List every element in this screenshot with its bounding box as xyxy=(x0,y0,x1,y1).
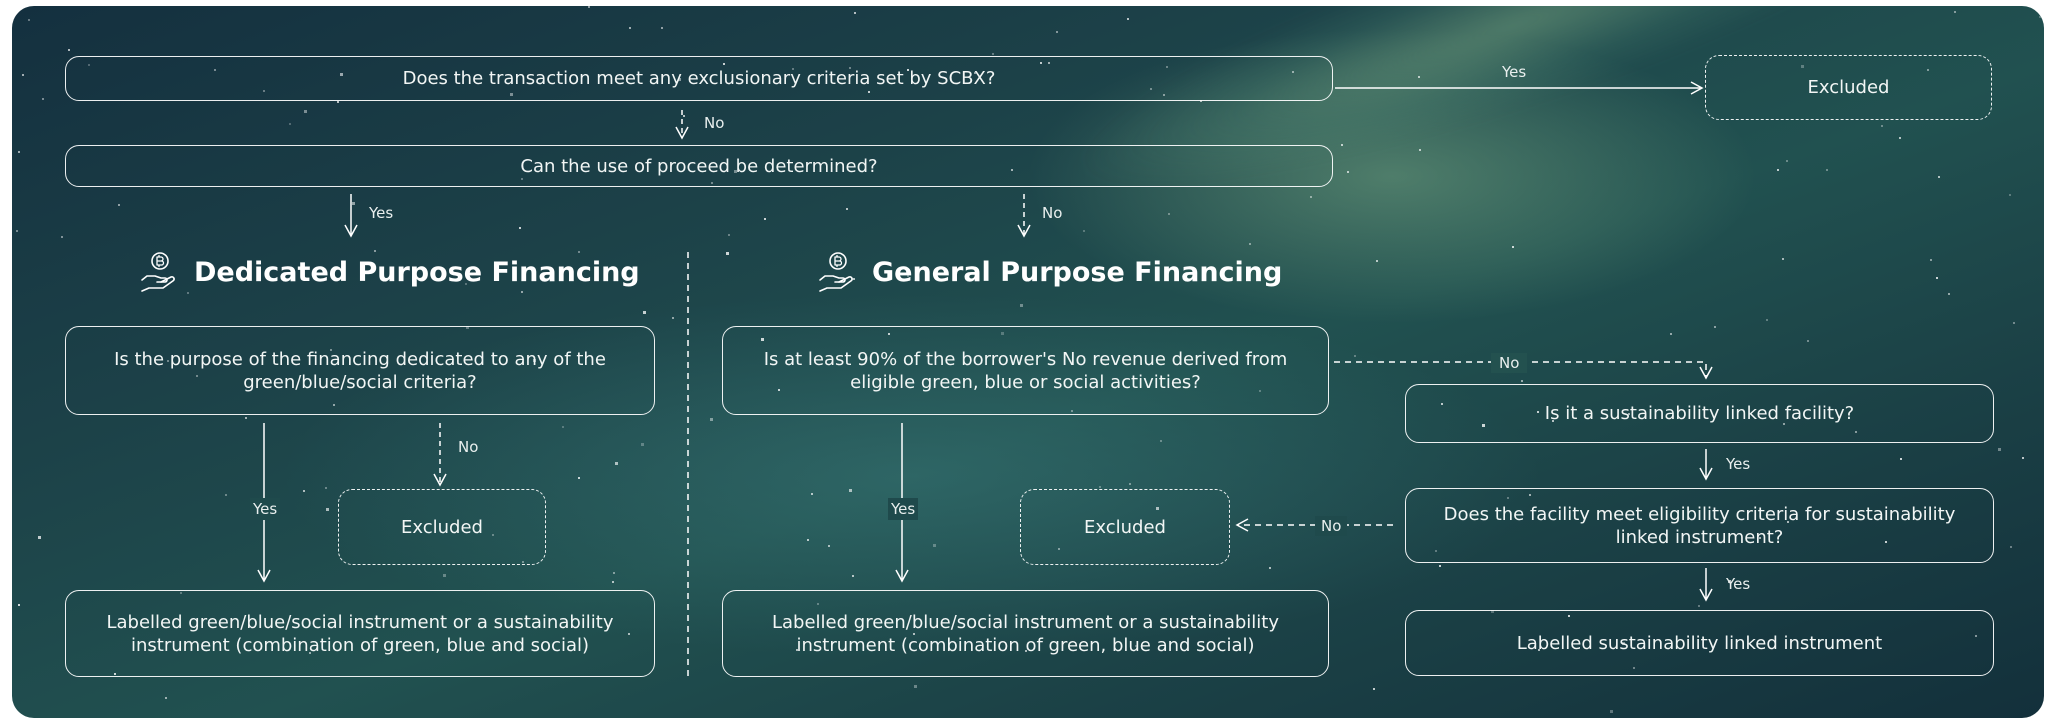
dedicated-outcome-text: Labelled green/blue/social instrument or… xyxy=(106,611,614,656)
dedicated-excluded-box: Excluded xyxy=(338,489,546,565)
general-outcome-box: Labelled green/blue/social instrument or… xyxy=(722,590,1329,677)
dedicated-question-box: Is the purpose of the financing dedicate… xyxy=(65,326,655,415)
general-heading: General Purpose Financing xyxy=(816,250,1282,294)
label-linked-yes: Yes xyxy=(1726,455,1751,473)
label-general-no: No xyxy=(1491,353,1528,373)
dedicated-heading: Dedicated Purpose Financing xyxy=(138,250,640,294)
general-heading-text: General Purpose Financing xyxy=(872,256,1283,288)
hand-coin-icon xyxy=(816,250,860,294)
eligibility-question-box: Does the facility meet eligibility crite… xyxy=(1405,488,1994,563)
linked-outcome-text: Labelled sustainability linked instrumen… xyxy=(1516,632,1883,654)
use-of-proceed-text: Can the use of proceed be determined? xyxy=(520,155,878,177)
label-exclusion-yes: Yes xyxy=(1502,63,1527,81)
label-proceed-no: No xyxy=(1042,204,1063,222)
linked-question-text: Is it a sustainability linked facility? xyxy=(1544,403,1855,424)
general-excluded-box: Excluded xyxy=(1020,489,1230,565)
label-eligibility-no: No xyxy=(1315,516,1348,536)
label-dedicated-no: No xyxy=(458,438,479,456)
use-of-proceed-box: Can the use of proceed be determined? xyxy=(65,145,1333,187)
dedicated-question-text: Is the purpose of the financing dedicate… xyxy=(114,348,606,393)
dedicated-outcome-box: Labelled green/blue/social instrument or… xyxy=(65,590,655,677)
general-excluded-text: Excluded xyxy=(1084,516,1166,538)
excluded-top-text: Excluded xyxy=(1807,77,1890,98)
dedicated-heading-text: Dedicated Purpose Financing xyxy=(194,256,640,288)
excluded-box-top: Excluded xyxy=(1705,55,1992,120)
general-question-box: Is at least 90% of the borrower's No rev… xyxy=(722,326,1329,415)
connector-layer xyxy=(257,81,1713,676)
exclusion-question-text: Does the transaction meet any exclusiona… xyxy=(402,68,996,89)
label-exclusion-no: No xyxy=(704,114,725,132)
linked-outcome-box: Labelled sustainability linked instrumen… xyxy=(1405,610,1994,676)
label-dedicated-yes: Yes xyxy=(250,498,281,520)
linked-question-box: Is it a sustainability linked facility? xyxy=(1405,384,1994,443)
eligibility-question-text: Does the facility meet eligibility crite… xyxy=(1443,503,1956,548)
general-outcome-text: Labelled green/blue/social instrument or… xyxy=(771,611,1279,656)
dedicated-excluded-text: Excluded xyxy=(401,516,483,538)
general-question-text: Is at least 90% of the borrower's No rev… xyxy=(763,348,1288,393)
exclusion-question-box: Does the transaction meet any exclusiona… xyxy=(65,56,1333,101)
star-field xyxy=(16,6,2041,713)
label-general-yes: Yes xyxy=(888,498,919,520)
label-eligibility-yes: Yes xyxy=(1726,575,1751,593)
label-proceed-yes: Yes xyxy=(369,204,394,222)
arrow-general-no xyxy=(1334,361,1713,380)
hand-coin-icon xyxy=(138,250,182,294)
flowchart-panel: Does the transaction meet any exclusiona… xyxy=(12,6,2044,718)
